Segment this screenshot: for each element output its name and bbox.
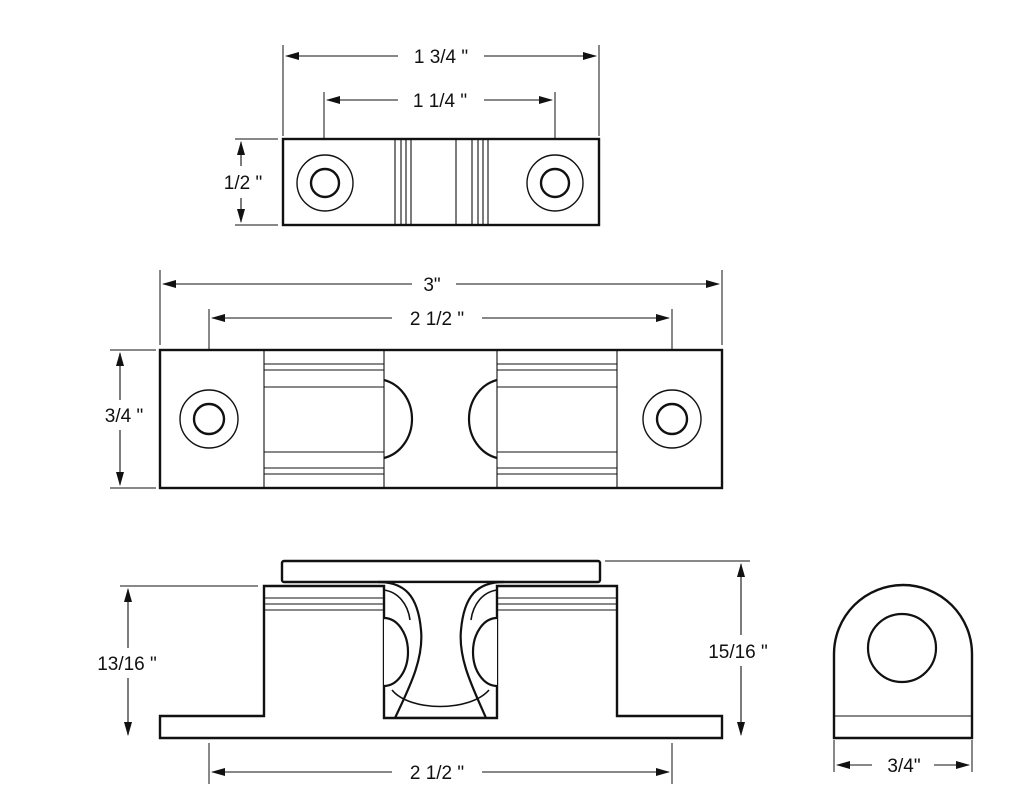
screw-hole xyxy=(642,389,702,449)
end-profile xyxy=(832,583,974,740)
end-view: 3/4" xyxy=(832,583,974,777)
dim-front-height: 3/4 " xyxy=(105,352,143,486)
screw-hole xyxy=(296,154,354,212)
strike-plate xyxy=(280,559,602,584)
dim-label: 1/2 " xyxy=(224,173,262,194)
dim-top-hole-spacing: 1 1/4 " xyxy=(326,91,553,112)
end-hole xyxy=(866,612,938,684)
roller xyxy=(383,378,414,460)
dim-label: 3/4 " xyxy=(105,406,143,427)
dim-label: 2 1/2 " xyxy=(410,309,464,330)
roller xyxy=(467,378,498,460)
dim-top-overall-length: 1 3/4 " xyxy=(285,47,597,68)
dim-front-hole-spacing: 2 1/2 " xyxy=(211,309,670,330)
roller xyxy=(471,616,498,688)
side-view: 13/16 " 15/16 " 2 1/2 " xyxy=(97,559,768,784)
dim-end-width: 3/4" xyxy=(836,756,970,777)
dim-label: 3/4" xyxy=(887,756,920,777)
dim-front-overall-length: 3" xyxy=(162,275,720,296)
catch-body xyxy=(158,348,724,490)
dim-label: 13/16 " xyxy=(97,654,157,675)
dim-side-hole-spacing: 2 1/2 " xyxy=(211,763,670,784)
screw-hole xyxy=(526,154,584,212)
screw-hole xyxy=(179,389,239,449)
dim-top-width: 1/2 " xyxy=(224,141,262,223)
top-view: 1 3/4 " 1 1/4 " 1/2 " xyxy=(224,45,601,227)
dim-side-overall-height: 15/16 " xyxy=(708,563,768,736)
dim-side-body-height: 13/16 " xyxy=(97,588,157,736)
dim-label: 15/16 " xyxy=(708,642,768,663)
dim-label: 2 1/2 " xyxy=(410,763,464,784)
dim-label: 1 1/4 " xyxy=(413,91,467,112)
dim-label: 1 3/4 " xyxy=(414,47,468,68)
dim-label: 3" xyxy=(423,275,440,296)
front-view: 3" 2 1/2 " 3/4 " xyxy=(105,270,724,490)
strike-plate xyxy=(281,137,601,227)
base-flange xyxy=(158,584,724,740)
roller xyxy=(383,616,410,688)
